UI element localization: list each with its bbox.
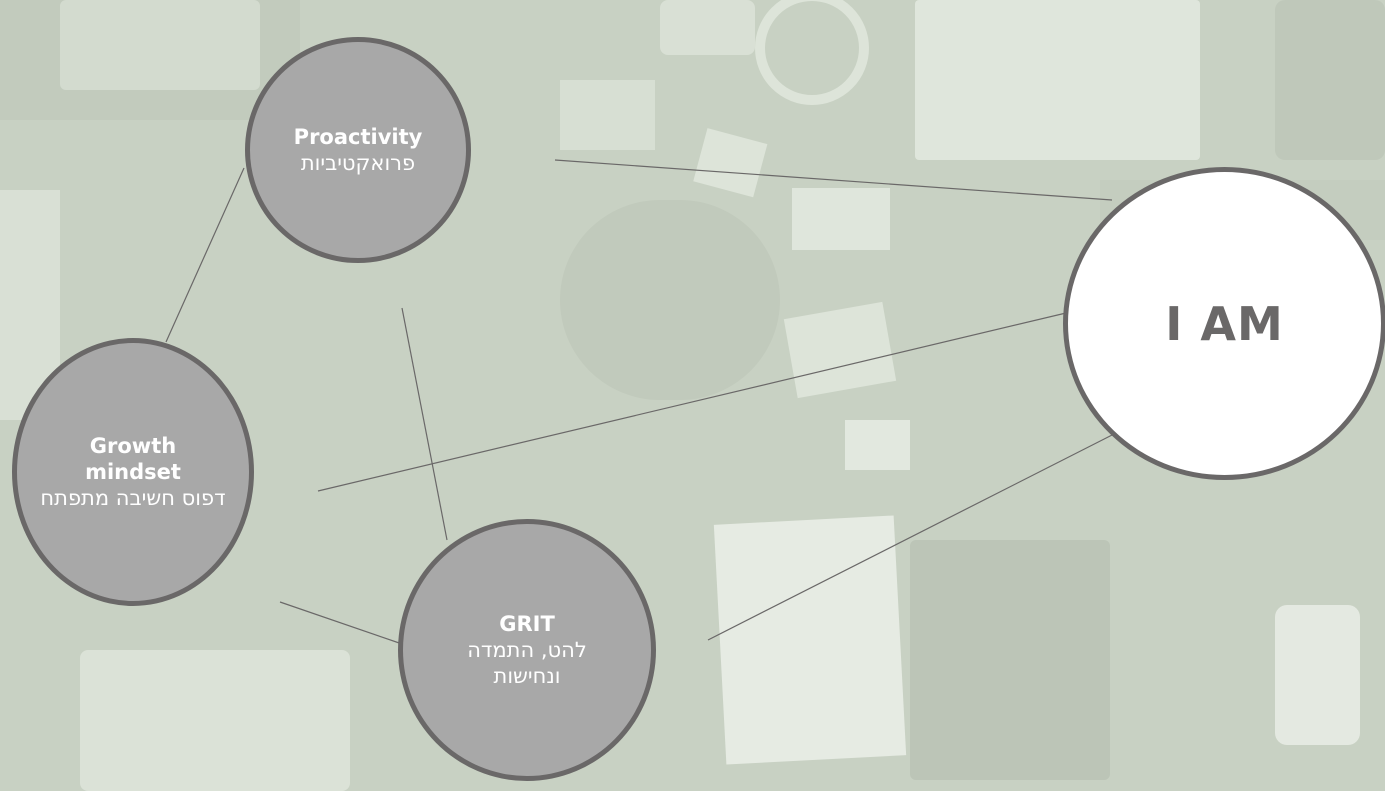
link-growth-iam [317,312,1067,492]
node-i-am: I AM [1063,167,1385,480]
node-proactivity-title: Proactivity [293,125,423,149]
node-growth-mindset-subtitle: דפוס חשיבה מתפתח [40,486,226,510]
node-proactivity-subtitle: פרואקטיביות [300,151,416,175]
link-proactivity-iam [554,159,1113,201]
node-growth-mindset-title: Growth mindset [85,434,181,484]
node-grit-title: GRIT [499,612,555,636]
node-proactivity: Proactivity פרואקטיביות [245,37,471,263]
node-grit: GRIT להט, התמדה ונחישות [398,519,656,781]
link-growth-grit [279,601,406,646]
node-i-am-title: I AM [1165,296,1284,351]
link-proactivity-growth [165,167,245,343]
link-grit-iam [707,431,1119,641]
node-growth-mindset: Growth mindset דפוס חשיבה מתפתח [12,338,254,606]
node-grit-subtitle: להט, התמדה ונחישות [467,638,587,688]
link-proactivity-grit [401,307,448,541]
